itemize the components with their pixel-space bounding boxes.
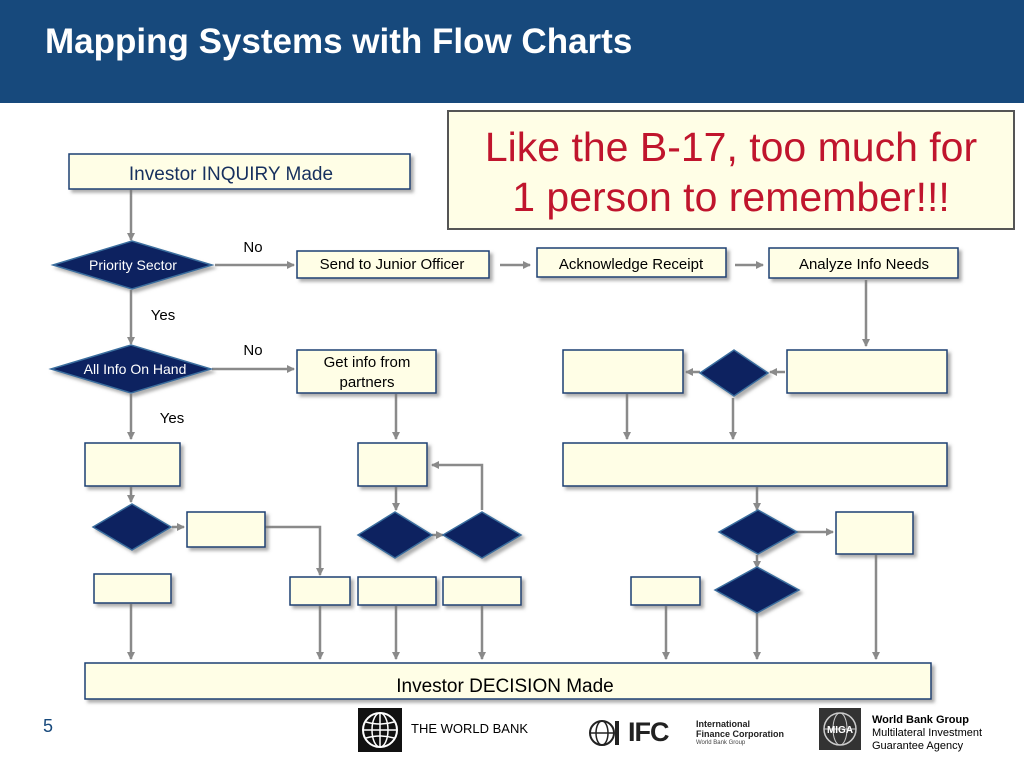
acknowledge-box bbox=[536, 247, 727, 278]
end-label: Investor DECISION Made bbox=[396, 676, 614, 697]
world-bank-text: THE WORLD BANK bbox=[411, 721, 529, 736]
blank-diamond bbox=[441, 511, 523, 559]
blank-box bbox=[835, 511, 914, 555]
no-label: No bbox=[243, 239, 262, 256]
connectors bbox=[127, 190, 880, 660]
connector bbox=[265, 525, 324, 576]
blank-box bbox=[289, 576, 351, 606]
process-boxes bbox=[68, 153, 959, 700]
blank-diamond bbox=[713, 566, 801, 614]
blank-box bbox=[93, 573, 172, 604]
blank-box bbox=[84, 442, 181, 487]
miga-logo-text: MIGA bbox=[827, 725, 853, 736]
start-label: Investor INQUIRY Made bbox=[129, 164, 333, 185]
blank-box bbox=[357, 576, 437, 606]
blank-diamond bbox=[91, 503, 173, 551]
ifc-line-2: Finance Corporation bbox=[696, 729, 785, 739]
blank-box bbox=[562, 349, 684, 394]
blank-box bbox=[562, 442, 948, 487]
blank-diamond bbox=[356, 511, 434, 559]
callout-line-2: 1 person to remember!!! bbox=[512, 174, 950, 220]
ifc-line-3: World Bank Group bbox=[696, 740, 746, 746]
get-info-box bbox=[296, 349, 437, 394]
miga-line-2: Multilateral Investment bbox=[872, 727, 983, 739]
get-info-label-line2: partners bbox=[339, 374, 394, 391]
blank-diamond bbox=[698, 349, 770, 397]
slide-title: Mapping Systems with Flow Charts bbox=[45, 22, 633, 61]
callout-line-1: Like the B-17, too much for bbox=[484, 124, 978, 170]
ifc-globe-icon bbox=[589, 720, 619, 746]
acknowledge-label: Acknowledge Receipt bbox=[559, 256, 704, 273]
blank-box bbox=[357, 442, 428, 487]
blank-box bbox=[786, 349, 948, 394]
yes-label: Yes bbox=[160, 410, 184, 427]
end-box bbox=[84, 662, 932, 700]
blank-box bbox=[186, 511, 266, 548]
callout-box: Like the B-17, too much for 1 person to … bbox=[447, 110, 1015, 230]
ifc-line-1: International bbox=[696, 719, 751, 729]
blank-box bbox=[442, 576, 522, 606]
priority-sector-diamond bbox=[50, 240, 215, 290]
page-number: 5 bbox=[43, 716, 54, 736]
decision-diamonds bbox=[48, 240, 801, 614]
priority-sector-label: Priority Sector bbox=[89, 257, 177, 273]
ifc-logo-text: IFC bbox=[628, 717, 669, 747]
get-info-label-line1: Get info from bbox=[324, 354, 411, 371]
analyze-label: Analyze Info Needs bbox=[799, 256, 929, 273]
junior-officer-label: Send to Junior Officer bbox=[320, 256, 465, 273]
miga-text: World Bank Group Multilateral Investment… bbox=[872, 714, 982, 753]
blank-diamond bbox=[717, 509, 799, 555]
world-bank-globe-icon bbox=[358, 708, 402, 752]
all-info-diamond bbox=[48, 344, 214, 394]
no-label: No bbox=[243, 342, 262, 359]
yes-label: Yes bbox=[151, 307, 175, 324]
miga-line-1: World Bank Group bbox=[872, 714, 969, 726]
start-box bbox=[68, 153, 411, 190]
connector bbox=[431, 461, 484, 510]
slide-header: Mapping Systems with Flow Charts bbox=[0, 0, 1024, 103]
miga-logo-icon: MIGA bbox=[819, 708, 861, 750]
analyze-box bbox=[768, 247, 959, 279]
junior-officer-box bbox=[296, 250, 490, 279]
all-info-label: All Info On Hand bbox=[84, 361, 187, 377]
miga-line-3: Guarantee Agency bbox=[872, 740, 964, 752]
blank-box bbox=[630, 576, 701, 606]
